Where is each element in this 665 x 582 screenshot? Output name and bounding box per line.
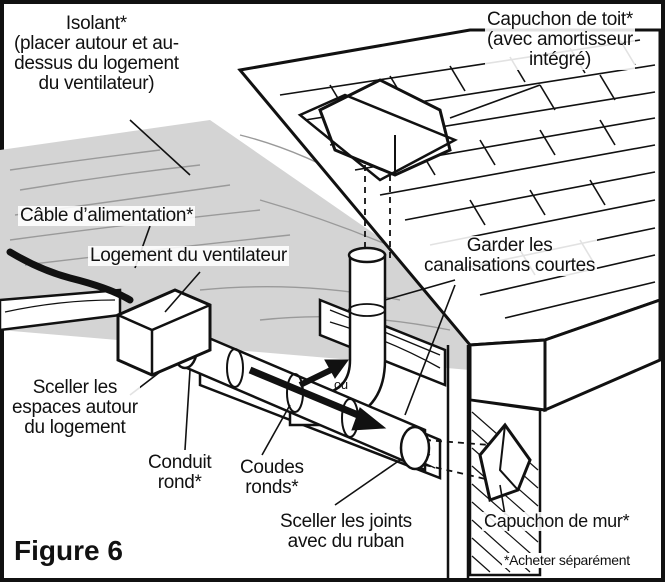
wall-studs <box>448 345 468 578</box>
figure-title: Figure 6 <box>12 536 125 565</box>
label-power-cable: Câble d’alimentation* <box>18 206 195 226</box>
roof-fascia <box>470 340 545 410</box>
label-fan-housing: Logement du ventilateur <box>88 246 289 266</box>
label-round-duct: Conduit rond* <box>146 453 213 493</box>
label-insulation: Isolant* (placer autour et au- dessus du… <box>12 14 181 94</box>
label-roof-cap: Capuchon de toit* (avec amortisseur inté… <box>485 10 635 70</box>
label-round-elbows: Coudes ronds* <box>238 458 306 498</box>
label-tape-joints: Sceller les joints avec du ruban <box>278 512 414 552</box>
figure-note: *Acheter séparément <box>502 553 632 568</box>
label-wall-cap: Capuchon de mur* <box>482 512 631 531</box>
label-seal-housing: Sceller les espaces autour du logement <box>10 378 140 438</box>
label-or: ou <box>332 378 350 392</box>
label-short-ducts: Garder les canalisations courtes <box>422 236 597 276</box>
